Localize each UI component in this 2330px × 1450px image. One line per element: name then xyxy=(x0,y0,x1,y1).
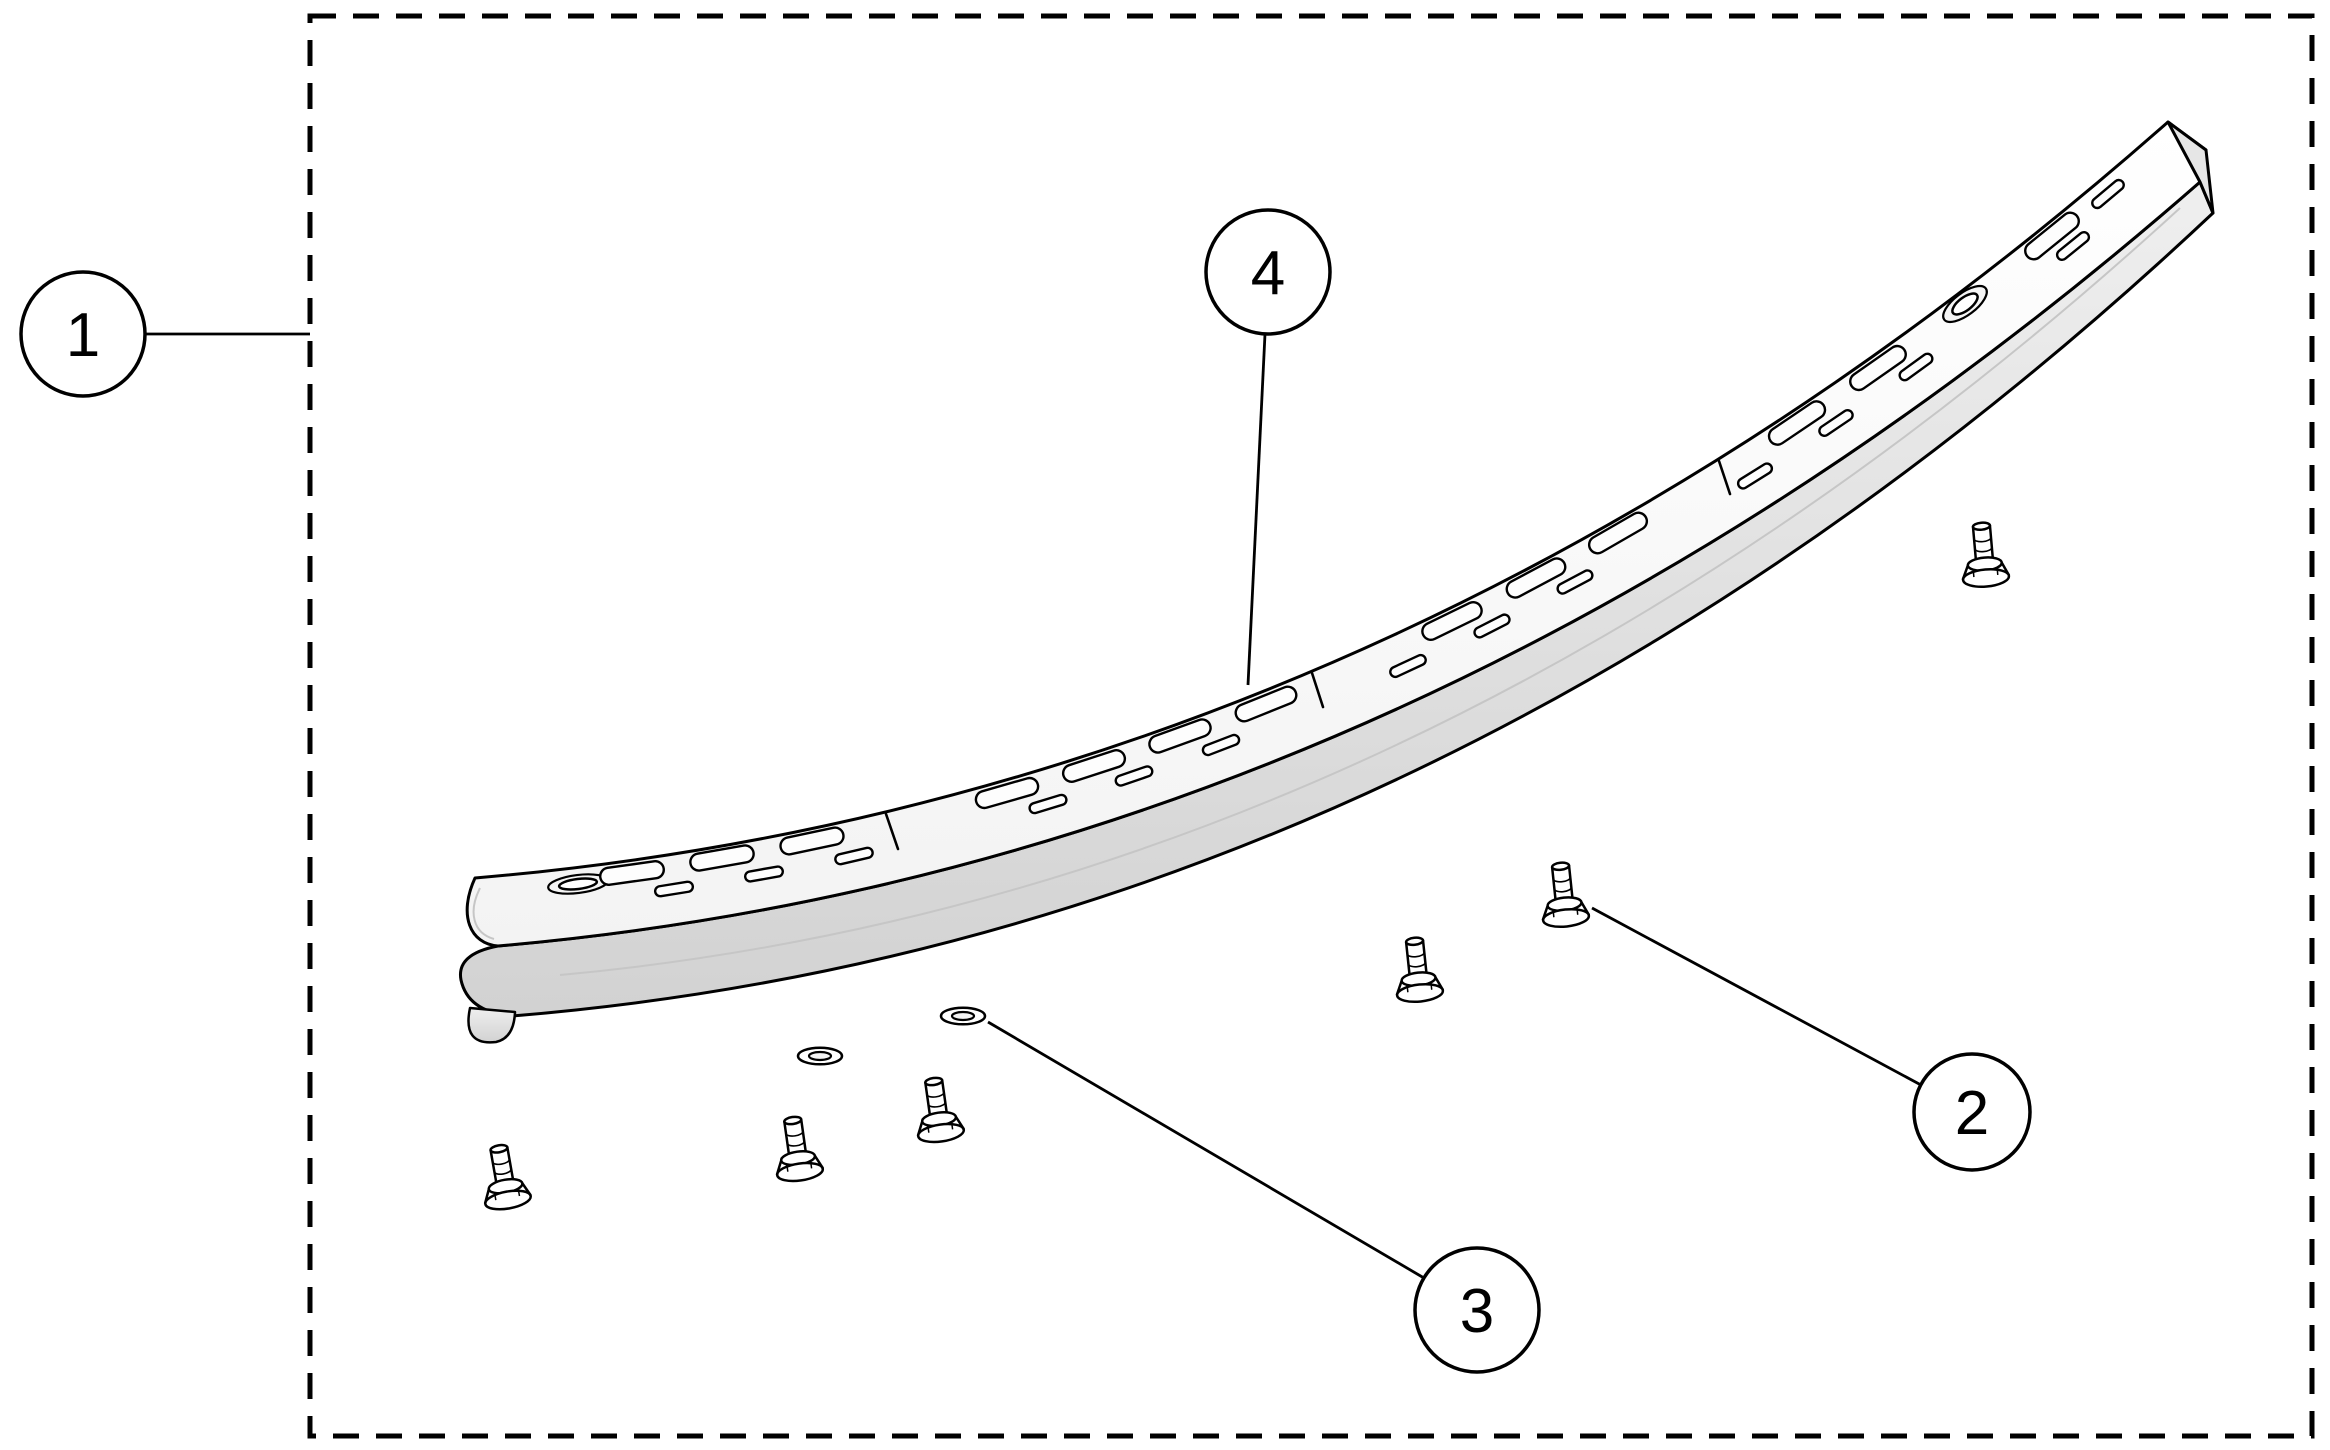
segment-step-2 xyxy=(1310,671,1325,709)
segment-step-3 xyxy=(1717,459,1732,496)
segment-step-1 xyxy=(884,812,900,851)
reinforcement-bar xyxy=(458,120,2215,1044)
callout-4-label: 4 xyxy=(1251,239,1285,308)
leader-line-2 xyxy=(1591,906,1922,1087)
callout-1-label: 1 xyxy=(66,301,100,370)
callout-2-label: 2 xyxy=(1955,1079,1989,1148)
callout-3-label: 3 xyxy=(1460,1277,1494,1346)
screw xyxy=(1957,519,2011,590)
callouts: 1 4 2 3 xyxy=(19,208,2032,1374)
screw xyxy=(1390,934,1446,1006)
bar-top-face xyxy=(465,120,2208,948)
callout-2: 2 xyxy=(1591,906,2032,1172)
screw xyxy=(1536,859,1592,931)
callout-2-circle xyxy=(1912,1052,2032,1172)
end-slot-hole xyxy=(547,873,609,895)
callout-1: 1 xyxy=(19,270,310,398)
screw xyxy=(768,1112,826,1185)
screw xyxy=(909,1073,967,1146)
bar-end-cap xyxy=(2166,120,2215,215)
countersunk-hole xyxy=(1942,284,1988,324)
washer xyxy=(796,1046,844,1066)
callout-4: 4 xyxy=(1204,208,1332,686)
leader-line-4 xyxy=(1246,333,1267,686)
leader-line-3 xyxy=(987,1020,1425,1280)
bar-left-foot xyxy=(467,1006,517,1044)
bar-reflection-line xyxy=(559,207,2181,976)
assembly-boundary-box xyxy=(307,13,2315,1439)
callout-3-circle xyxy=(1413,1246,1541,1374)
callout-4-circle xyxy=(1204,208,1332,336)
callout-3: 3 xyxy=(987,1020,1541,1374)
vent-slot-row-lower xyxy=(653,228,2093,899)
washer xyxy=(939,1006,987,1026)
bar-left-end-line xyxy=(472,887,495,940)
screw xyxy=(474,1140,534,1214)
callout-1-circle xyxy=(19,270,147,398)
